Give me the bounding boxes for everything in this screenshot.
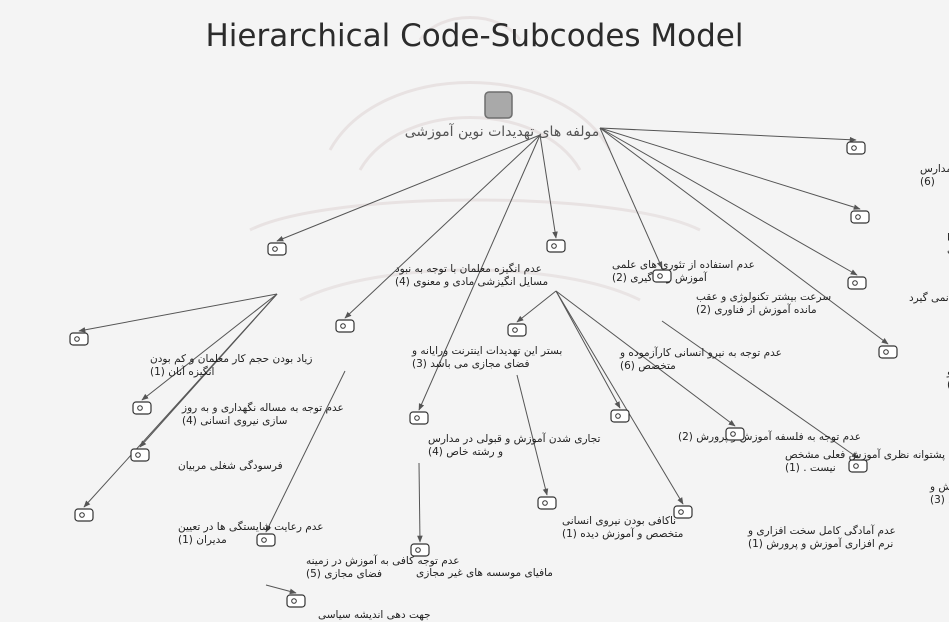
code-node-icon[interactable] — [848, 459, 868, 473]
edge-root-n16 — [418, 134, 541, 411]
code-node-label: عدم تخصیص سرانه کافی به مدارس(6) — [920, 163, 949, 188]
code-node-icon[interactable] — [725, 427, 745, 441]
code-node-label: عدم تناسب محتوی کتب درسی بانیاز دانش آمو… — [947, 232, 949, 257]
code-node-icon[interactable] — [256, 533, 276, 547]
code-node-label: مافیای موسسه های غیر مجازی — [416, 567, 553, 579]
edge-n15-n22 — [265, 584, 297, 595]
edge-root-n9 — [344, 134, 541, 319]
edge-root-n7 — [539, 134, 558, 239]
code-node-label: فرسودگی شغلی مربیان — [178, 459, 283, 472]
code-node-icon[interactable] — [673, 505, 693, 519]
edge-root-n6 — [276, 134, 541, 242]
code-node-icon[interactable] — [537, 496, 557, 510]
edge-n6-n14 — [83, 293, 278, 508]
code-node-label: جهت دهی اندیشه سیاسی — [318, 609, 431, 621]
edge-root-n1 — [599, 127, 857, 143]
code-node-icon[interactable] — [850, 210, 870, 224]
code-node-label: عدم توجه به نقش رسانه های آموزش وکمک آمو… — [929, 480, 949, 506]
code-node-icon[interactable] — [846, 141, 866, 155]
code-node-icon[interactable] — [267, 242, 287, 256]
code-node-icon[interactable] — [409, 411, 429, 425]
edge-n8-n5 — [661, 320, 859, 459]
edge-n10-n20 — [516, 374, 549, 496]
root-node-square[interactable] — [484, 91, 513, 119]
edge-root-n2 — [599, 127, 861, 210]
code-node-icon[interactable] — [878, 345, 898, 359]
edge-n6-n11 — [78, 293, 278, 333]
edge-root-n4 — [599, 127, 889, 345]
code-node-label: چون بازخورد موثر صورت نمی گیرد — [909, 291, 949, 304]
edge-n6-n12 — [141, 293, 278, 401]
subcode-nodes: عدم تخصیص سرانه کافی به مدارس(6) عدم تناس… — [69, 141, 949, 621]
code-node-icon[interactable] — [610, 409, 630, 423]
edge-n7-n18 — [555, 290, 736, 427]
diagram-title: Hierarchical Code-Subcodes Model — [205, 18, 744, 54]
code-node-icon[interactable] — [507, 323, 527, 337]
code-node-icon[interactable] — [286, 594, 306, 608]
code-node-label: عدم توجه به روش های نوین تدریس وارزشیابی… — [946, 366, 949, 391]
edge-root-n3 — [599, 127, 858, 276]
edges — [78, 127, 889, 595]
edge-n7-n10 — [516, 290, 557, 323]
code-node-icon[interactable] — [132, 401, 152, 415]
watermark-emblem — [249, 16, 701, 302]
code-node-icon[interactable] — [130, 448, 150, 462]
code-node-icon[interactable] — [69, 332, 89, 346]
edge-root-n8 — [599, 127, 663, 269]
edge-n7-n21 — [555, 290, 684, 505]
code-node-icon[interactable] — [847, 276, 867, 290]
edge-n9-n15 — [265, 370, 346, 533]
code-node-label: عدم توجه به فلسفه آموزش و پرورش (2) — [678, 430, 861, 443]
code-node-icon[interactable] — [546, 239, 566, 253]
code-node-icon[interactable] — [652, 269, 672, 283]
root-node-label: مولفه های تهدیدات نوین آموزشی — [405, 123, 599, 140]
code-node-icon[interactable] — [74, 508, 94, 522]
code-node-icon[interactable] — [410, 543, 430, 557]
edge-n16-n19 — [417, 462, 423, 543]
code-node-icon[interactable] — [335, 319, 355, 333]
edge-n7-n17 — [555, 290, 621, 409]
